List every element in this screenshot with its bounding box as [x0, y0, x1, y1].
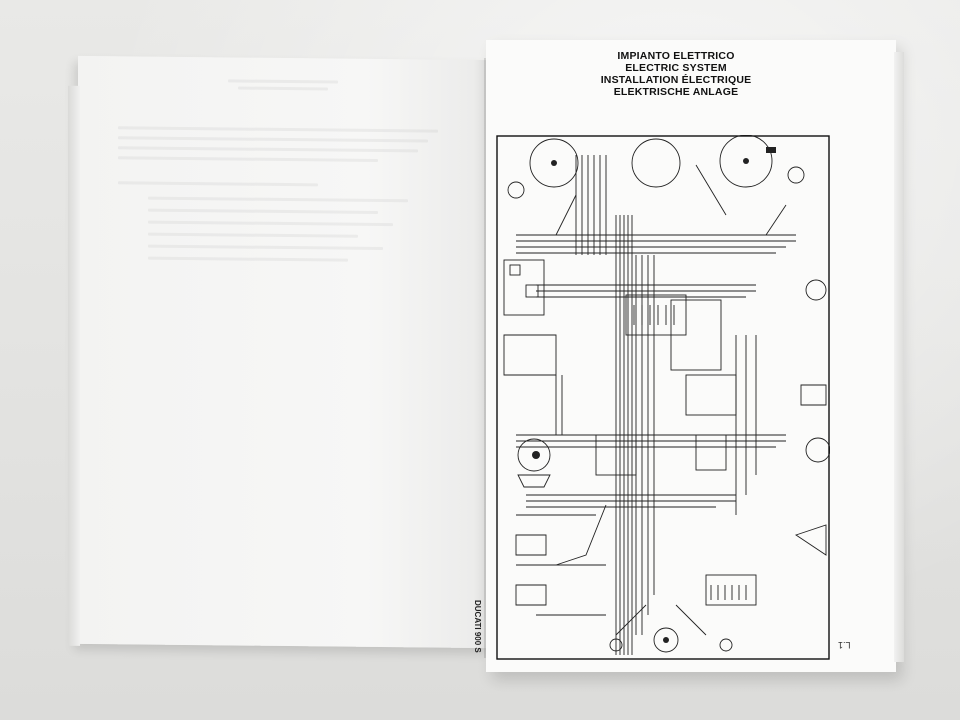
- heading-english: ELECTRIC SYSTEM: [625, 62, 727, 74]
- wiring-diagram: [496, 135, 830, 660]
- left-page-edge: [68, 85, 80, 646]
- right-page: IMPIANTO ELETTRICO ELECTRIC SYSTEM INSTA…: [473, 40, 904, 672]
- left-page: [68, 55, 490, 649]
- heading-french: INSTALLATION ÉLECTRIQUE: [600, 74, 752, 86]
- model-side-label: DUCATI 900 S: [473, 600, 482, 653]
- page-stack-edge: [894, 52, 904, 662]
- page-heading: IMPIANTO ELETTRICO ELECTRIC SYSTEM INSTA…: [576, 50, 776, 98]
- heading-german: ELEKTRISCHE ANLAGE: [613, 86, 739, 98]
- page-number: L.1: [838, 640, 851, 650]
- heading-italian: IMPIANTO ELETTRICO: [617, 50, 735, 62]
- left-page-ghost-text: [228, 79, 338, 94]
